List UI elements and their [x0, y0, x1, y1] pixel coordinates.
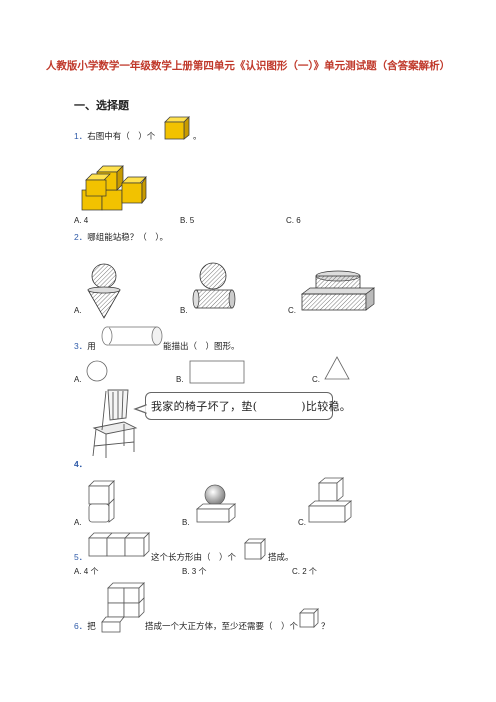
question-text-end: ？ [321, 622, 330, 632]
two-cubes-stacked-figure [88, 480, 115, 523]
sphere-on-box-figure [195, 484, 237, 523]
chair-figure [92, 389, 138, 458]
speech-bubble-tail [133, 404, 148, 414]
option-4a[interactable]: A. [74, 518, 82, 527]
circle-shape-icon [86, 360, 108, 382]
single-cube-outline-icon [244, 538, 266, 560]
option-2b[interactable]: B. [180, 306, 188, 315]
question-1: 1．右图中有（ ）个 [74, 130, 155, 142]
question-number: 4． [74, 459, 88, 469]
question-3: 3．用 [74, 340, 96, 352]
option-5b[interactable]: B. 3 个 [182, 567, 207, 576]
option-4c[interactable]: C. [298, 518, 306, 527]
question-2: 2．哪组能站稳？（ ）。 [74, 231, 168, 243]
speech-bubble-text-end: )比较稳。 [301, 400, 352, 413]
question-number: 1． [74, 131, 88, 141]
question-4-number: 4． [74, 458, 87, 470]
question-text-end: 能描出（ ）图形。 [163, 342, 240, 352]
cube-on-box-figure [307, 477, 353, 523]
question-text: 哪组能站稳？（ ）。 [87, 233, 168, 243]
option-3b[interactable]: B. [176, 375, 184, 384]
question-text-end: 。 [193, 132, 202, 142]
option-2c[interactable]: C. [288, 306, 296, 315]
option-1b[interactable]: B. 5 [180, 216, 195, 225]
question-6: 6．把 [74, 620, 96, 632]
question-5-number: 5． [74, 551, 87, 563]
question-text-end: 搭成。 [268, 553, 294, 563]
cube-stack-figure [81, 165, 147, 211]
stacked-boxes-figure [300, 270, 376, 311]
sphere-on-cylinder-figure [192, 262, 236, 309]
option-3a[interactable]: A. [74, 375, 82, 384]
option-3c[interactable]: C. [312, 375, 320, 384]
question-number: 3． [74, 341, 88, 351]
single-cube-outline-icon [299, 608, 319, 628]
three-cube-rectangle-figure [88, 532, 150, 557]
question-text: 用 [87, 342, 96, 352]
speech-bubble-text-start: 我家的椅子坏了，垫( [151, 400, 258, 413]
triangle-shape-icon [324, 356, 350, 380]
single-cube-icon [164, 116, 190, 140]
sphere-on-cone-figure [87, 263, 121, 319]
question-text: 把 [87, 622, 96, 632]
partial-cube-stack-figure [101, 582, 145, 633]
question-number: 2． [74, 232, 88, 242]
option-1a[interactable]: A. 4 [74, 216, 89, 225]
question-text: 右图中有（ ）个 [87, 132, 156, 142]
option-4b[interactable]: B. [182, 518, 190, 527]
speech-bubble-text: 我家的椅子坏了，垫( )比较稳。 [151, 398, 351, 414]
cylinder-icon [101, 326, 163, 346]
question-text: 这个长方形由（ ）个 [151, 553, 237, 563]
rectangle-shape-icon [189, 360, 245, 384]
section-heading: 一、选择题 [74, 99, 129, 112]
question-number: 6． [74, 621, 88, 631]
question-text: 搭成一个大正方体，至少还需要（ ）个 [145, 622, 299, 632]
page-title: 人教版小学数学一年级数学上册第四单元《认识图形（一）》单元测试题（含答案解析） [45, 60, 451, 72]
option-5c[interactable]: C. 2 个 [292, 567, 317, 576]
option-2a[interactable]: A. [74, 306, 82, 315]
option-5a[interactable]: A. 4 个 [74, 567, 99, 576]
option-1c[interactable]: C. 6 [286, 216, 301, 225]
question-number: 5． [74, 552, 88, 562]
